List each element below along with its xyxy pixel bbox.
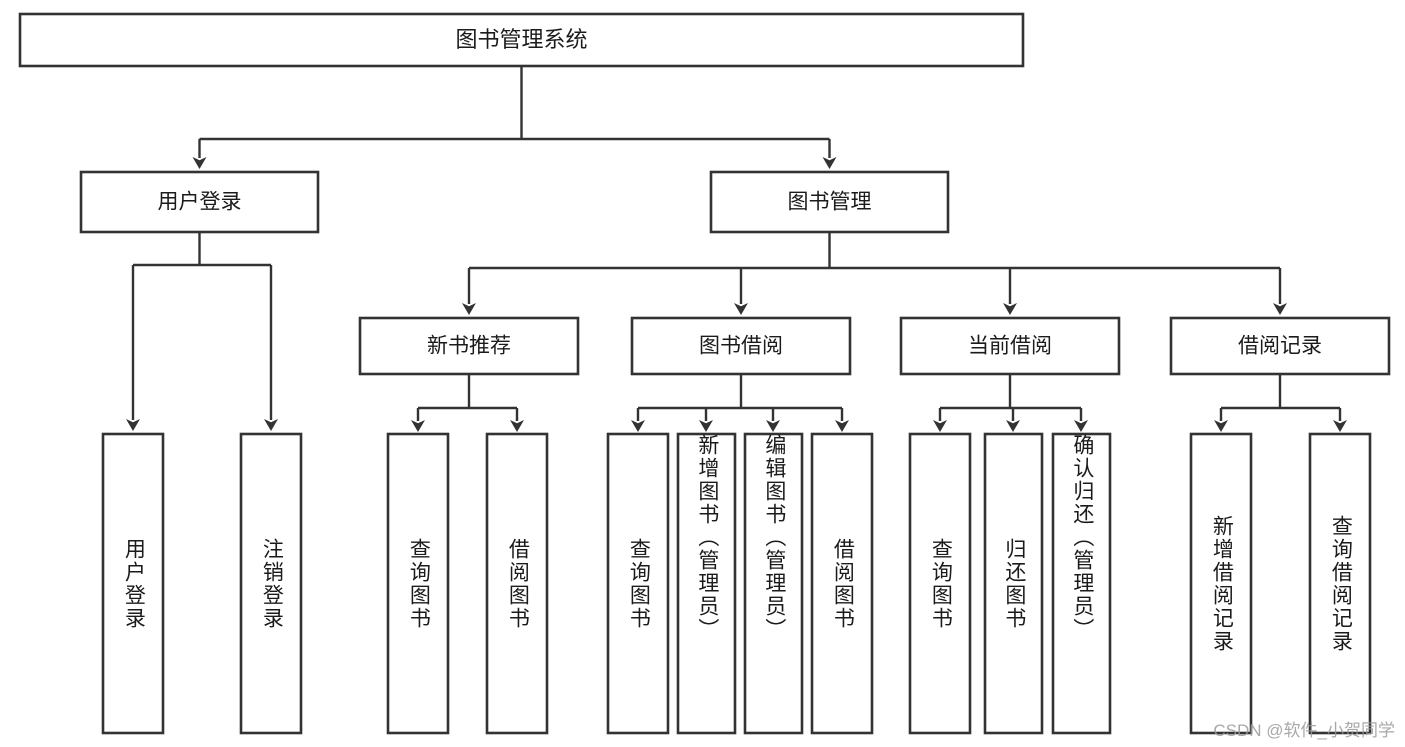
leaf-boxes [101,432,1372,735]
leaf-borrow-book-box[interactable] [810,432,874,735]
connector-group-new-book-recommend [411,374,524,432]
node-current-borrow[interactable]: 当前借阅 [899,316,1121,376]
new-book-recommend-label: 新书推荐 [427,335,511,358]
leaf-borrow-book-rec-box[interactable] [485,432,549,735]
node-book-borrow[interactable]: 图书借阅 [630,316,852,376]
current-borrow-box[interactable] [899,316,1121,376]
user-login-label: 用户登录 [158,191,242,214]
connector-group-root [192,66,837,169]
node-user-login[interactable]: 用户登录 [79,170,320,234]
root-label: 图书管理系统 [455,27,587,52]
node-borrow-record[interactable]: 借阅记录 [1169,316,1391,376]
connector-group-book-borrow [631,374,849,432]
user-login-box[interactable] [79,170,320,234]
connector-group-current-borrow [933,374,1088,432]
leaf-query-book-borrow-box[interactable] [606,432,670,735]
borrow-record-label: 借阅记录 [1238,335,1322,358]
leaf-add-borrow-record-box[interactable] [1189,432,1253,735]
node-root[interactable]: 图书管理系统 [18,12,1025,68]
borrow-record-box[interactable] [1169,316,1391,376]
node-new-book-recommend[interactable]: 新书推荐 [358,316,580,376]
connector-group-book-manage [462,232,1287,315]
leaf-add-book-admin-box[interactable] [676,432,737,735]
book-manage-label: 图书管理 [788,191,872,214]
current-borrow-label: 当前借阅 [968,335,1052,358]
root-box[interactable] [18,12,1025,68]
leaf-confirm-return-admin-box[interactable] [1051,432,1112,735]
leaf-query-book-current-box[interactable] [908,432,972,735]
leaf-query-borrow-record-box[interactable] [1308,432,1372,735]
leaf-return-book-box[interactable] [983,432,1044,735]
book-borrow-label: 图书借阅 [699,335,783,358]
connector-group-borrow-record [1214,374,1347,432]
leaf-user-logout-box[interactable] [239,432,303,735]
new-book-recommend-box[interactable] [358,316,580,376]
connector-group-user-login [126,232,278,431]
node-book-manage[interactable]: 图书管理 [709,170,950,234]
leaf-query-book-rec-box[interactable] [386,432,450,735]
leaf-edit-book-admin-box[interactable] [743,432,804,735]
book-borrow-box[interactable] [630,316,852,376]
leaf-user-login-box[interactable] [101,432,165,735]
book-manage-box[interactable] [709,170,950,234]
